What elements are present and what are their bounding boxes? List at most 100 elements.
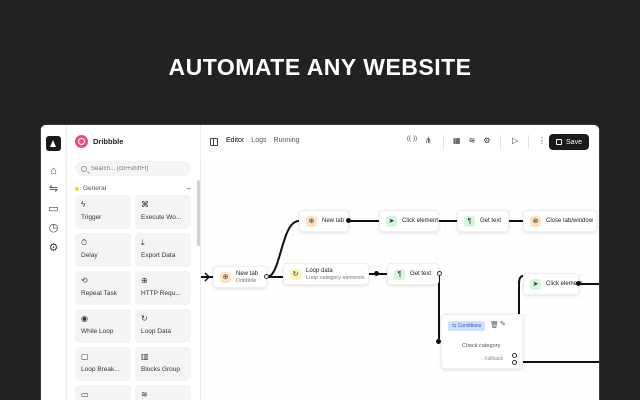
- block-label: Delay: [81, 252, 98, 259]
- save-icon: [556, 139, 563, 145]
- settings-icon[interactable]: ⚙: [48, 242, 59, 254]
- timer-icon: ⏱: [81, 238, 88, 247]
- paragraph-icon: ¶: [394, 268, 405, 280]
- tab-running[interactable]: Running: [273, 137, 300, 144]
- block-item[interactable]: ≋: [135, 385, 191, 400]
- block-label: Trigger: [81, 214, 102, 221]
- save-button[interactable]: Save: [549, 134, 589, 150]
- workflow-icon[interactable]: ⇋: [48, 183, 59, 195]
- table-icon[interactable]: ▦: [453, 136, 461, 145]
- block-item[interactable]: ⤓ Export Data: [135, 233, 191, 267]
- search-input[interactable]: [91, 165, 187, 172]
- node-title: Get text: [410, 271, 432, 277]
- edge: [266, 220, 300, 278]
- toggle-panel-icon[interactable]: [210, 138, 218, 146]
- loop-icon: ↻: [290, 268, 301, 280]
- node-subtitle: Dribbble: [236, 277, 257, 284]
- block-item[interactable]: ⊕ HTTP Requ...: [135, 271, 191, 305]
- block-item[interactable]: ↻Loop Data: [135, 309, 191, 343]
- node-input-handle[interactable]: [436, 339, 441, 344]
- node-title: New tab: [236, 270, 259, 277]
- node-output-handle[interactable]: [512, 360, 517, 365]
- node-output-handle[interactable]: [346, 218, 351, 223]
- toolbar-group-3: ▷: [512, 136, 518, 145]
- toolbar-divider: [443, 135, 444, 149]
- block-item[interactable]: ⏱ Delay: [75, 233, 131, 267]
- block-label: Repeat Task: [81, 290, 118, 297]
- node-output-handle[interactable]: [264, 274, 269, 279]
- gear-icon[interactable]: ⚙: [483, 136, 491, 145]
- block-label: Execute Wo...: [141, 214, 182, 221]
- delete-icon[interactable]: 🗑: [490, 322, 499, 329]
- logo-icon[interactable]: [46, 136, 61, 151]
- edge-arrow: [204, 272, 211, 282]
- cursor-icon: ➤: [530, 278, 541, 290]
- more-icon[interactable]: ⋮: [538, 136, 546, 145]
- node-output-handle[interactable]: [437, 271, 442, 276]
- node-close-tab[interactable]: ⊗ Close tab/window: [523, 210, 597, 232]
- search-icon: [81, 165, 87, 172]
- node-conditions[interactable]: ⇆ Conditions 🗑 ✎ Check category ◌ Fallba…: [441, 314, 523, 369]
- app-window: ⌂ ⇋ ▭ ◷ ⚙ Dribbble General – ϟTrigger⌘Ex…: [40, 124, 600, 400]
- search-box[interactable]: [75, 161, 191, 176]
- tab-editor[interactable]: Editor: [226, 137, 245, 144]
- toolbar-group-4: ⋮: [538, 136, 546, 145]
- node-get-text-2[interactable]: ¶ Get text: [387, 263, 439, 285]
- node-click-element[interactable]: ➤ Click element: [379, 210, 439, 232]
- globe-icon: ⊕: [306, 215, 317, 227]
- group-dot: [75, 186, 79, 191]
- database-icon[interactable]: ≋: [468, 136, 476, 145]
- home-icon[interactable]: ⌂: [50, 165, 57, 177]
- node-output-handle[interactable]: [374, 271, 379, 276]
- paragraph-icon: ¶: [464, 215, 475, 227]
- database-icon: ≋: [141, 390, 148, 399]
- globe-icon: ⊕: [220, 271, 231, 283]
- condition-path: Check category: [462, 343, 501, 349]
- block-label: HTTP Requ...: [141, 290, 181, 297]
- repeat-icon: ⟲: [81, 276, 88, 285]
- globe-icon: ⊕: [141, 276, 148, 285]
- play-icon[interactable]: ▷: [512, 136, 519, 145]
- block-item[interactable]: ▥Blocks Group: [135, 347, 191, 381]
- fallback-path: ◌ Fallback: [480, 356, 503, 362]
- node-output-handle[interactable]: [576, 281, 581, 286]
- node-title: Click element: [546, 281, 583, 287]
- sidebar-scrollbar[interactable]: [197, 180, 200, 246]
- broadcast-icon[interactable]: ((·)): [407, 136, 417, 142]
- download-icon: ⤓: [141, 238, 145, 247]
- edit-icon[interactable]: ✎: [500, 321, 506, 328]
- editor-toolbar: Editor Logs Running ((·)) ⋔ ▦ ≋ ⚙ ▷ ⋮ Sa…: [201, 125, 599, 159]
- node-click-element-2[interactable]: ➤ Click element: [523, 273, 583, 295]
- collapse-icon[interactable]: –: [186, 184, 191, 193]
- node-title: New tab: [322, 218, 345, 224]
- node-output-handle[interactable]: [512, 353, 517, 358]
- block-item[interactable]: ◉ While Loop: [75, 309, 131, 343]
- block-item[interactable]: ▭: [75, 385, 131, 400]
- node-title: Loop data: [306, 267, 333, 274]
- folder-icon[interactable]: ▭: [48, 203, 59, 215]
- toolbar-group-1: ((·)) ⋔: [407, 136, 432, 145]
- block-item[interactable]: ⟲ Repeat Task: [75, 271, 131, 305]
- node-get-text[interactable]: ¶ Get text: [457, 210, 509, 232]
- block-item[interactable]: ⌘Execute Wo...: [135, 195, 191, 229]
- share-icon[interactable]: ⋔: [425, 136, 432, 145]
- workspace-header[interactable]: Dribbble: [75, 135, 123, 148]
- workspace-name: Dribbble: [93, 137, 124, 146]
- node-new-tab[interactable]: ⊕ New tab: [299, 210, 349, 232]
- history-icon[interactable]: ◷: [48, 222, 59, 234]
- block-label: While Loop: [81, 328, 114, 335]
- loop-icon: ◉: [81, 314, 88, 323]
- block-label: Export Data: [141, 252, 176, 259]
- group-label: General: [83, 185, 107, 192]
- block-label: Blocks Group: [141, 366, 181, 373]
- close-circle-icon: ⊗: [530, 215, 541, 227]
- stop-icon: ▢: [81, 352, 89, 361]
- block-label: Loop Data: [141, 328, 171, 335]
- block-item[interactable]: ▢Loop Break...: [75, 347, 131, 381]
- tab-logs[interactable]: Logs: [251, 137, 267, 144]
- group-header[interactable]: General –: [75, 184, 191, 193]
